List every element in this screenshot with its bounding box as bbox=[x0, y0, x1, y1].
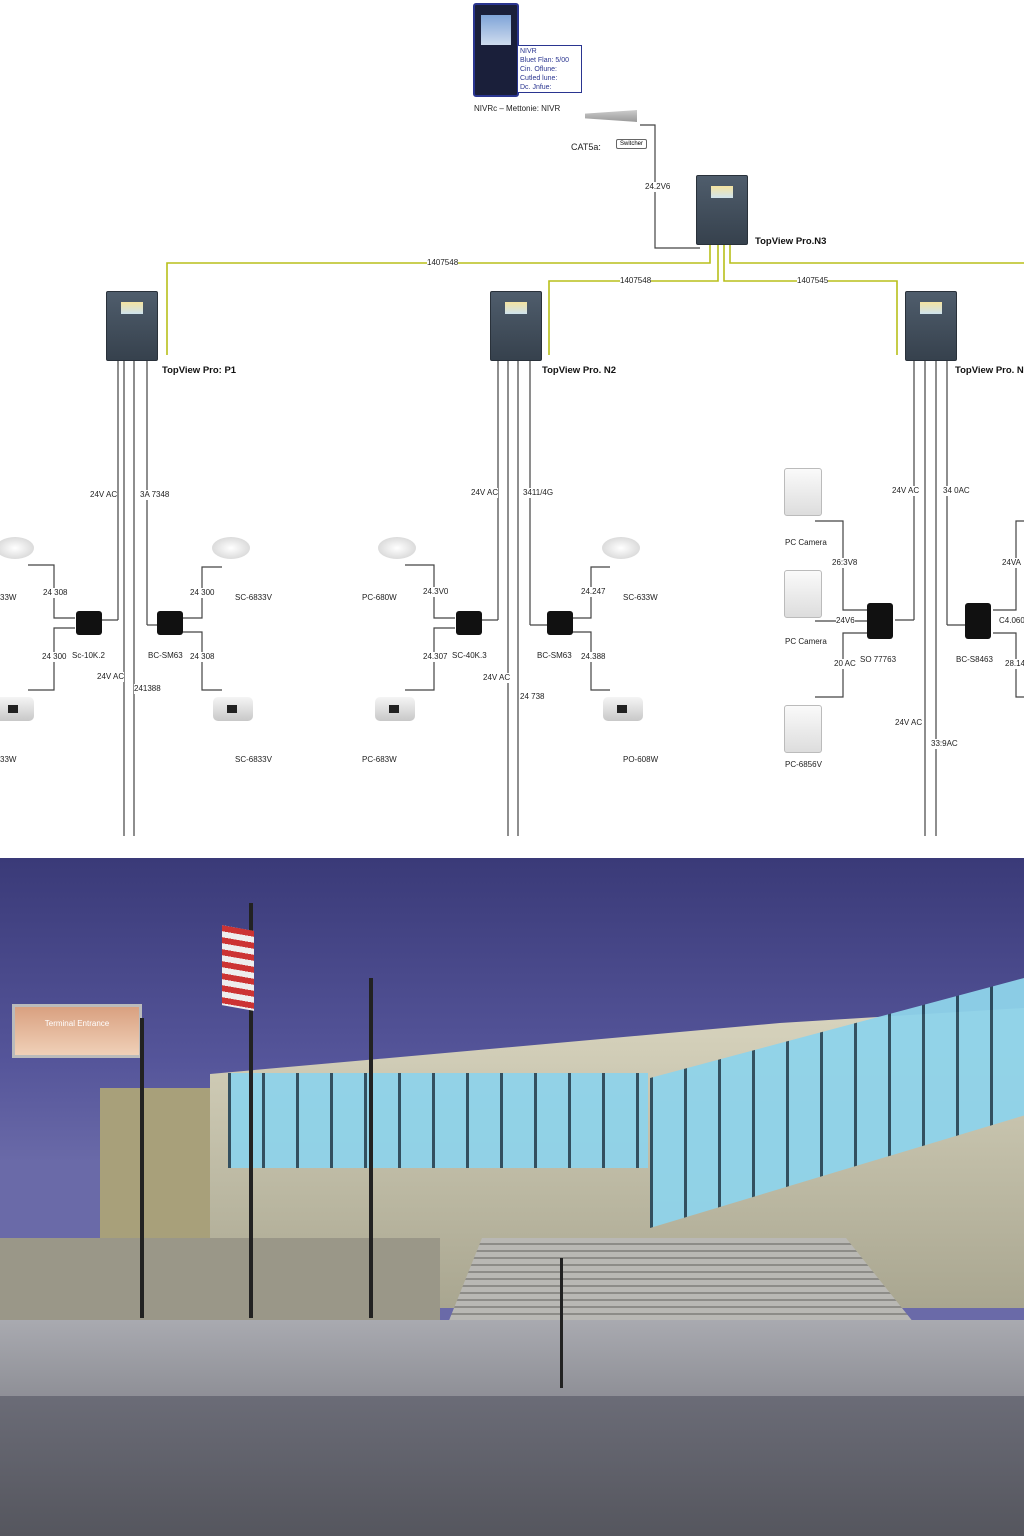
kiosk-line: Bluet Flan: 5/00 bbox=[520, 57, 570, 64]
cat-label: CAT5a: bbox=[571, 142, 601, 152]
wire-label: 24V6 bbox=[836, 616, 855, 626]
camera-label: PC-680W bbox=[362, 593, 397, 603]
device-label: BC-SM63 bbox=[148, 651, 183, 661]
dome-camera-icon bbox=[0, 537, 34, 559]
kiosk-line: Dc. Jnfue: bbox=[520, 84, 552, 91]
dome-camera-icon bbox=[212, 537, 250, 559]
wire-label: 33:9AC bbox=[931, 739, 958, 749]
camera-label: 33W bbox=[0, 593, 17, 603]
device-label: SC-40K.3 bbox=[452, 651, 487, 661]
kiosk-screen bbox=[481, 15, 511, 45]
switch-button[interactable]: Switcher bbox=[616, 139, 648, 149]
trunk-label: 1407548 bbox=[427, 258, 459, 268]
controller-label: TopView Pro: P1 bbox=[162, 365, 237, 376]
wire-label: 24 738 bbox=[520, 692, 545, 702]
building-photo: Terminal Entrance bbox=[0, 858, 1024, 1536]
camera-label: PO-608W bbox=[623, 755, 659, 765]
box-camera-icon bbox=[0, 697, 34, 721]
wire-label: 24 308 bbox=[190, 652, 215, 662]
controller-p1 bbox=[106, 291, 158, 361]
device-label: BC-SM63 bbox=[537, 651, 572, 661]
sidewalk bbox=[0, 1320, 1024, 1398]
wire-label: 24 300 bbox=[42, 652, 67, 662]
kiosk-info-box: NIVR Bluet Flan: 5/00 Cin. Oflune: Cutle… bbox=[517, 45, 582, 93]
power-supply bbox=[965, 603, 991, 639]
wire-label: 24.247 bbox=[581, 587, 606, 597]
wall-camera-icon bbox=[784, 468, 822, 516]
camera-label: SC-6833V bbox=[235, 593, 272, 603]
wire-label: 34 0AC bbox=[943, 486, 970, 496]
wire-label: 24 300 bbox=[190, 588, 215, 598]
flag-pole bbox=[140, 1018, 144, 1318]
wall-camera-icon bbox=[784, 570, 822, 618]
wire-label: 24 308 bbox=[43, 588, 68, 598]
controller-label: TopView Pro.N3 bbox=[755, 236, 827, 247]
wire-label: 24V AC bbox=[97, 672, 125, 682]
wall-camera-icon bbox=[784, 705, 822, 753]
wire-label: 24V AC bbox=[892, 486, 920, 496]
wiring bbox=[28, 124, 1024, 836]
trunk-label: 1407548 bbox=[620, 276, 652, 286]
wire-label: 26:3V8 bbox=[832, 558, 858, 568]
box-camera-icon bbox=[603, 697, 643, 721]
kiosk-line: NIVR bbox=[520, 48, 537, 55]
wire-label: 24V AC bbox=[90, 490, 118, 500]
dome-camera-icon bbox=[378, 537, 416, 559]
entrance-sign: Terminal Entrance bbox=[12, 1004, 142, 1058]
controller-label: TopView Pro. N2 bbox=[542, 365, 617, 376]
power-supply bbox=[76, 611, 102, 635]
camera-label: SC-6833V bbox=[235, 755, 272, 765]
wire-label: C4.060 bbox=[999, 616, 1024, 626]
wire-label: 24.388 bbox=[581, 652, 606, 662]
controller-n bbox=[905, 291, 957, 361]
device-label: SO 77763 bbox=[860, 655, 897, 665]
camera-label: PC Camera bbox=[785, 637, 827, 647]
wire-label: 24.307 bbox=[423, 652, 448, 662]
kiosk-line: Cin. Oflune: bbox=[520, 66, 557, 73]
wire-label: 20 AC bbox=[834, 659, 856, 669]
camera-label: PC-6856V bbox=[785, 760, 822, 770]
us-flag bbox=[222, 925, 254, 1011]
camera-label: 33W bbox=[0, 755, 17, 765]
flag-pole bbox=[369, 978, 373, 1318]
camera-label: PC Camera bbox=[785, 538, 827, 548]
camera-label: PC-683W bbox=[362, 755, 397, 765]
flag-pole bbox=[249, 903, 253, 1318]
wire-label: 3411/4G bbox=[523, 488, 554, 498]
trunk-label: 1407545 bbox=[797, 276, 829, 286]
controller-label: TopView Pro. N bbox=[955, 365, 1024, 376]
sign-text: Terminal Entrance bbox=[44, 1019, 110, 1028]
glass-facade bbox=[228, 1073, 648, 1168]
wire-label: 24V AC bbox=[895, 718, 923, 728]
power-supply bbox=[867, 603, 893, 639]
wire-label: 24V AC bbox=[483, 673, 511, 683]
device-label: Sc-10K.2 bbox=[72, 651, 105, 661]
lamp-post bbox=[560, 1258, 563, 1388]
dome-camera-icon bbox=[602, 537, 640, 559]
camera-label: SC-633W bbox=[623, 593, 658, 603]
controller-n3 bbox=[696, 175, 748, 245]
wire-label: 241388 bbox=[134, 684, 161, 694]
controller-n2 bbox=[490, 291, 542, 361]
kiosk-line: Cutled lune: bbox=[520, 75, 558, 82]
power-supply bbox=[157, 611, 183, 635]
wire-label: 3A 7348 bbox=[140, 490, 170, 500]
antenna-icon bbox=[585, 110, 637, 122]
road bbox=[0, 1396, 1024, 1536]
power-supply bbox=[547, 611, 573, 635]
wire-label: 24V AC bbox=[471, 488, 499, 498]
box-camera-icon bbox=[213, 697, 253, 721]
wire-label: 28.14 bbox=[1005, 659, 1024, 669]
wire-label: 24.3V0 bbox=[423, 587, 449, 597]
device-label: BC-S8463 bbox=[956, 655, 993, 665]
power-supply bbox=[456, 611, 482, 635]
wire-label: 24.2V6 bbox=[645, 182, 671, 192]
nvr-kiosk bbox=[473, 3, 519, 97]
antenna-label: NIVRc – Mettonie: NIVR bbox=[474, 104, 561, 114]
box-camera-icon bbox=[375, 697, 415, 721]
wire-label: 24VA bbox=[1002, 558, 1021, 568]
